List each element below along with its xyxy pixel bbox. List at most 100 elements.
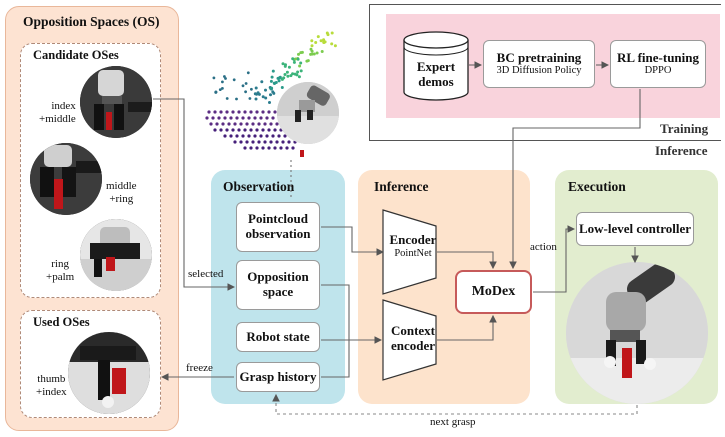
gripper-photo-ring-palm	[80, 219, 152, 291]
pointcloud-point	[231, 110, 235, 114]
training-frame-top	[369, 4, 721, 5]
pointcloud-point	[218, 88, 222, 91]
pointcloud-point	[259, 116, 263, 120]
pointcloud-point	[244, 90, 248, 94]
bc-pretraining-sub: 3D Diffusion Policy	[496, 65, 582, 77]
gripper-photo-middle-ring	[30, 143, 102, 215]
low-level-controller-box: Low-level controller	[576, 212, 694, 246]
training-label: Training	[660, 121, 709, 136]
candidate-label-ring-palm: ring +palm	[46, 258, 75, 284]
pointcloud-point	[233, 140, 237, 144]
pointcloud-point	[294, 57, 297, 61]
pointcloud-point	[235, 97, 238, 101]
pointcloud-point	[267, 146, 271, 150]
pointcloud-point	[299, 69, 303, 73]
opposition-space-box: Opposition space	[236, 260, 320, 310]
pointcloud-point	[221, 122, 225, 126]
pointcloud-point	[255, 128, 259, 132]
pointcloud-point	[211, 116, 215, 120]
pointcloud-point	[316, 35, 320, 39]
pointcloud-point	[243, 146, 247, 150]
pointcloud-point	[213, 110, 217, 114]
pointcloud-point	[269, 87, 273, 91]
candidate-oses-title: Candidate OSes	[33, 48, 119, 62]
pointcloud-point	[306, 59, 310, 63]
robot-state-box: Robot state	[236, 322, 320, 352]
pointcloud-point	[248, 97, 252, 100]
pointcloud-point	[212, 76, 216, 80]
pointcloud-point	[268, 101, 271, 104]
pointcloud-point	[314, 41, 318, 44]
pointcloud-point	[310, 39, 314, 43]
pointcloud-point	[315, 51, 319, 55]
pointcloud-point	[239, 122, 243, 126]
grasp-history-box: Grasp history	[236, 362, 320, 392]
pointcloud-point	[223, 75, 226, 78]
rl-finetuning-sub: DPPO	[644, 65, 672, 77]
pointcloud-point	[285, 146, 289, 150]
execution-title: Execution	[568, 179, 626, 194]
bc-pretraining-box: BC pretraining 3D Diffusion Policy	[483, 40, 595, 88]
target-object	[300, 150, 304, 157]
pointcloud-point	[280, 77, 284, 81]
pointcloud-point	[223, 116, 227, 120]
pointcloud-point	[259, 134, 263, 138]
pointcloud-point	[269, 79, 273, 83]
pointcloud-point	[251, 122, 255, 126]
pointcloud-point	[322, 38, 326, 42]
pointcloud-point	[225, 97, 229, 100]
inference-title: Inference	[374, 179, 429, 194]
pointcloud-point	[271, 69, 275, 73]
pointcloud-point	[309, 52, 313, 56]
pointcloud-point	[249, 110, 253, 114]
pointcloud-point	[291, 57, 295, 61]
encoder-label: Encoder	[389, 232, 437, 247]
pointcloud-point	[283, 64, 287, 68]
pointcloud-point	[229, 134, 233, 138]
encoder-sub-label: PointNet	[394, 248, 432, 259]
pointcloud-point	[227, 122, 231, 126]
pointcloud-point	[249, 146, 253, 150]
expert-demos-label: Expert demos	[416, 59, 456, 89]
pointcloud-point	[292, 60, 296, 64]
pointcloud-point	[235, 134, 239, 138]
pointcloud-point	[243, 110, 247, 114]
pointcloud-point	[273, 146, 277, 150]
pointcloud-point	[241, 84, 245, 88]
pointcloud-point	[273, 110, 277, 114]
pointcloud-point	[261, 146, 265, 150]
training-frame-left	[369, 4, 370, 141]
pointcloud-point	[247, 134, 251, 138]
pointcloud-point	[255, 146, 259, 150]
pointcloud-point	[241, 116, 245, 120]
opposition-spaces-title: Opposition Spaces (OS)	[23, 14, 160, 29]
pointcloud-point	[253, 116, 257, 120]
pointcloud-point	[221, 87, 224, 90]
next-grasp-label: next grasp	[430, 416, 476, 428]
pointcloud-point	[272, 81, 276, 85]
pointcloud-point	[239, 140, 243, 144]
candidate-label-middle-ring: middle +ring	[106, 180, 137, 206]
pointcloud-point	[264, 96, 268, 100]
candidate-label-index-middle: index +middle	[39, 100, 76, 126]
pointcloud-point	[243, 128, 247, 132]
pointcloud-point	[273, 128, 277, 132]
pointcloud-point	[271, 134, 275, 138]
pointcloud-point	[297, 52, 300, 56]
freeze-label: freeze	[186, 362, 213, 374]
pointcloud-point	[207, 110, 211, 114]
pointcloud-observation-box: Pointcloud observation	[236, 202, 320, 252]
pointcloud-point	[257, 122, 261, 126]
pointcloud-point	[272, 91, 276, 95]
pointcloud-point	[225, 128, 229, 132]
robot-hand-render	[277, 82, 339, 144]
pointcloud-point	[215, 122, 219, 126]
pointcloud-point	[325, 31, 329, 35]
pointcloud-point	[330, 42, 334, 46]
pointcloud-point	[330, 31, 334, 35]
used-oses-title: Used OSes	[33, 315, 90, 329]
pointcloud-point	[263, 122, 267, 126]
pointcloud-point	[214, 90, 218, 94]
pointcloud-point	[291, 146, 295, 150]
